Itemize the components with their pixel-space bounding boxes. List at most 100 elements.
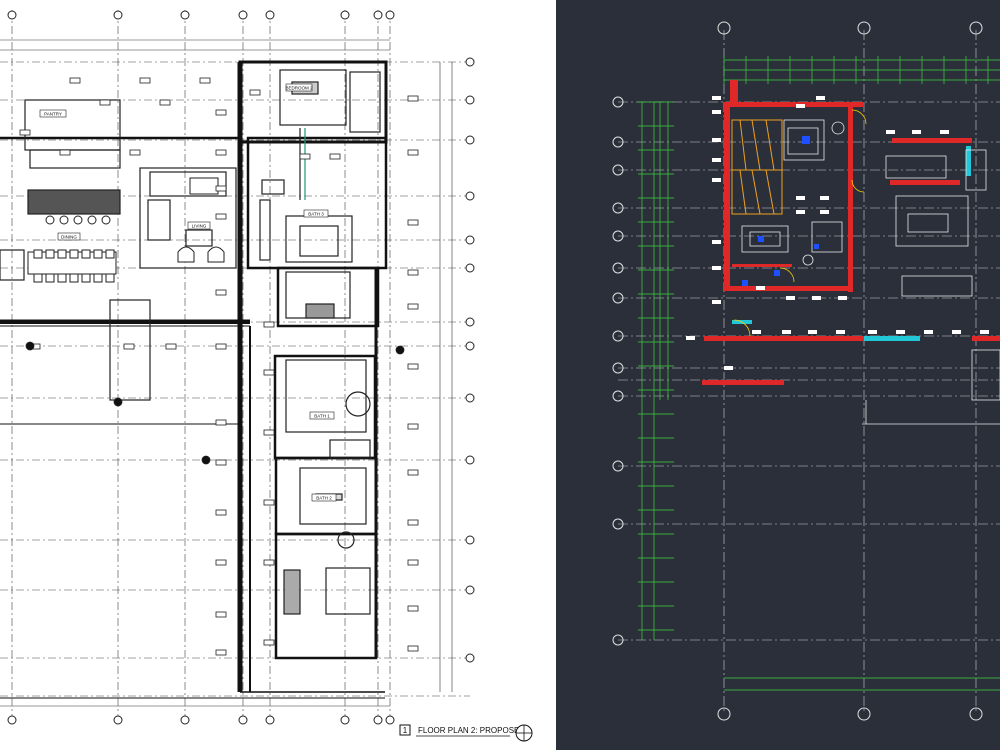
grid-bubble-right: [465, 263, 475, 273]
bar-stool: [45, 215, 55, 225]
cad-tag: [756, 286, 765, 290]
cad-grid-bubbles: [612, 21, 983, 721]
keynote-tag: [407, 519, 419, 526]
grid-bubble-top: [340, 10, 350, 20]
keynote-tag: [215, 611, 227, 618]
cad-tag: [952, 330, 961, 334]
grid-bubble-right: [465, 135, 475, 145]
grid-bubble-top: [7, 10, 17, 20]
cad-tag: [712, 300, 721, 304]
cad-model-view: [556, 0, 1000, 750]
keynote-tag: [407, 559, 419, 566]
room-label-bath-2: BATH 2: [316, 496, 332, 501]
cad-tag: [912, 130, 921, 134]
keynote-tag: [139, 77, 151, 84]
keynote-tag: [249, 89, 261, 96]
cad-tag: [712, 178, 721, 182]
keynote-tag: [215, 459, 227, 466]
grid-bubble-top: [113, 10, 123, 20]
cad-tag: [712, 96, 721, 100]
cad-tag: [820, 196, 829, 200]
grid-bubble-bottom: [340, 715, 350, 725]
cad-grid-bubble-left: [612, 136, 624, 148]
keynote-tag: [407, 219, 419, 226]
grid-bubble-bottom: [385, 715, 395, 725]
room-label-pantry: PANTRY: [44, 112, 62, 117]
section-marker-icon: [25, 341, 35, 351]
cad-tag: [796, 104, 805, 108]
chair: [93, 273, 103, 283]
keynote-tag: [263, 639, 275, 646]
keynote-tag: [407, 269, 419, 276]
room-labels: BEDROOM 2 PANTRY BATH 1 BATH 2 BATH 3 DI…: [39, 83, 337, 502]
room-label-living: LIVING: [192, 224, 207, 229]
section-marker-icon: [113, 397, 123, 407]
grid-bubble-bottom: [7, 715, 17, 725]
cad-tag: [712, 138, 721, 142]
room-label-bath-3: BATH 3: [308, 212, 324, 217]
cad-tag: [686, 336, 695, 340]
cad-tag: [712, 110, 721, 114]
cad-walls: [702, 80, 1000, 385]
chair: [93, 249, 103, 259]
cad-grid-bubble-left: [612, 330, 624, 342]
keynote-tag: [199, 77, 211, 84]
section-marker-icon: [395, 345, 405, 355]
drawing-title: FLOOR PLAN 2: PROPOSED: [418, 726, 525, 735]
cad-grid-bubble-left: [612, 390, 624, 402]
cad-tag: [820, 210, 829, 214]
cad-tag: [816, 96, 825, 100]
cad-tag: [940, 130, 949, 134]
grid-bubble-right: [465, 95, 475, 105]
cad-tag: [782, 330, 791, 334]
chair: [105, 273, 115, 283]
grid-bubble-right: [465, 341, 475, 351]
cad-fixtures: [741, 119, 1000, 425]
cad-tag: [724, 366, 733, 370]
chair: [33, 249, 43, 259]
cad-annotation-tags: [686, 96, 989, 370]
keynote-tag: [215, 213, 227, 220]
cad-tag: [868, 330, 877, 334]
grid-bubble-bottom: [238, 715, 248, 725]
cad-grid-bubble-bottom: [717, 707, 731, 721]
keynote-tag: [123, 343, 135, 350]
drawing-title-block: 1 FLOOR PLAN 2: PROPOSED: [398, 722, 548, 744]
cad-tag: [796, 210, 805, 214]
chair: [33, 273, 43, 283]
keynote-tag: [59, 149, 71, 156]
cad-grid-bubble-left: [612, 292, 624, 304]
grid-bubble-top: [265, 10, 275, 20]
grid-bubble-top: [238, 10, 248, 20]
bar-stool: [101, 215, 111, 225]
keynote-tag: [69, 77, 81, 84]
grid-bubble-top: [373, 10, 383, 20]
keynote-tag: [407, 605, 419, 612]
cad-grid-bubble-top: [969, 21, 983, 35]
keynote-tag: [407, 469, 419, 476]
coffee-table: [189, 177, 219, 195]
cad-grid-bubble-left: [612, 362, 624, 374]
armchair: [177, 246, 195, 263]
keynote-tag: [215, 419, 227, 426]
bar-stool: [59, 215, 69, 225]
armchair: [207, 246, 225, 263]
chair: [57, 273, 67, 283]
annotation-tags: [19, 77, 419, 656]
keynote-tag: [263, 429, 275, 436]
chair: [81, 273, 91, 283]
cad-grid-bubble-bottom: [857, 707, 871, 721]
chair: [57, 249, 67, 259]
keynote-tag: [99, 99, 111, 106]
keynote-tag: [263, 499, 275, 506]
cad-tag: [838, 296, 847, 300]
keynote-tag: [215, 109, 227, 116]
cad-grid-bubble-left: [612, 96, 624, 108]
cad-tag: [808, 330, 817, 334]
cad-grid-bubble-left: [612, 460, 624, 472]
room-label-bath-1: BATH 1: [314, 414, 330, 419]
cad-dimension-lines: [638, 56, 1000, 691]
cad-tag: [786, 296, 795, 300]
dimension-strings: [0, 39, 453, 707]
